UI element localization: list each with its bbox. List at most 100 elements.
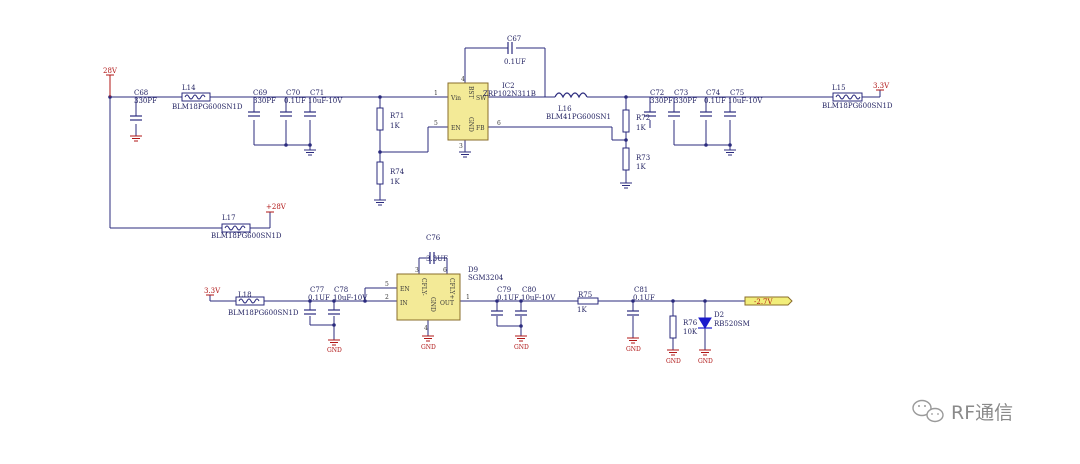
d9-num-1: 1 [466, 294, 470, 301]
d9-body[interactable] [396, 273, 461, 321]
ic2-num-1: 1 [434, 90, 438, 97]
c76-val: 3.3UF [426, 255, 448, 263]
l14-val: BLM18PG600SN1D [172, 103, 243, 111]
c79-val: 0.1UF [497, 294, 519, 302]
c78-ref: C78 [334, 286, 348, 294]
watermark-text: RF通信 [951, 402, 1013, 424]
r74-ref: R74 [390, 168, 405, 176]
rail-28v: 28V [103, 67, 118, 75]
c76-ref: C76 [426, 234, 441, 242]
ic2-body[interactable] [447, 82, 489, 141]
ic2-num-5: 5 [434, 120, 438, 127]
ic2-pin-sw: SW [476, 95, 487, 102]
ic2-num-6: 6 [497, 120, 501, 127]
d9-num-4: 4 [424, 325, 428, 332]
ic2-pin-en: EN [451, 125, 461, 132]
gnd-label-r76: GND [666, 358, 681, 365]
c81-val: 0.1UF [633, 294, 655, 302]
r74-val: 1K [390, 178, 400, 186]
l18-val: BLM18PG600SN1D [228, 309, 299, 317]
ic2-num-3: 3 [459, 143, 463, 150]
d9-val: SGM3204 [468, 274, 504, 282]
c73-ref: C73 [674, 89, 688, 97]
gnd-label-d2: GND [698, 358, 713, 365]
ferrite-beads [181, 92, 863, 306]
c75-ref: C75 [730, 89, 744, 97]
c79-ref: C79 [497, 286, 511, 294]
top-power-arrows [106, 74, 884, 213]
inductor-l16 [554, 92, 588, 99]
d9-num-2: 2 [385, 294, 389, 301]
c69-ref: C69 [253, 89, 267, 97]
l16-val: BLM41PG600SN1 [546, 113, 611, 121]
c69-val: 330PF [253, 97, 276, 105]
rail-3v3-top: 3.3V [873, 82, 890, 90]
ic2-val: ZRP102N311B [483, 90, 536, 98]
l15-val: BLM18PG600SN1D [822, 102, 893, 110]
d2-ref: D2 [714, 311, 724, 319]
c75-val: 10uF-10V [728, 97, 763, 105]
c71-val: 10uF-10V [308, 97, 343, 105]
d9-pin-out: OUT [440, 300, 454, 307]
bottom-resistors [577, 297, 677, 339]
c67-val: 0.1UF [504, 58, 526, 66]
r72-ref: R72 [636, 114, 650, 122]
c80-ref: C80 [522, 286, 536, 294]
net-label-neg27-box [744, 296, 793, 306]
rail-3v3-bottom: 3.3V [204, 287, 221, 295]
d9-pin-in: IN [400, 300, 408, 307]
gnd-label-d9: GND [421, 344, 436, 351]
rail-neg27v: -2.7V [754, 298, 773, 306]
watermark: RF通信 [912, 399, 1013, 424]
r75-val: 1K [577, 306, 587, 314]
r73-ref: R73 [636, 154, 650, 162]
d9-num-6: 6 [443, 267, 447, 274]
c73-val: 330PF [674, 97, 697, 105]
c68-ref: C68 [134, 89, 148, 97]
d9-pin-gnd: GND [429, 297, 436, 312]
gnd-label-c81: GND [626, 346, 641, 353]
top-capacitor-plates [130, 42, 736, 121]
c70-val: 0.1UF [284, 97, 306, 105]
c68-val: 330PF [134, 97, 157, 105]
bottom-capacitor-plates [304, 252, 639, 316]
l15-ref: L15 [832, 84, 846, 92]
ic2-pin-bst: BST [467, 86, 474, 99]
r71-val: 1K [390, 122, 400, 130]
gnd-label-c78: GND [327, 347, 342, 354]
ic2-pin-vin: Vin [450, 95, 461, 102]
d9-pin-cfly-plus: CFLY+ [448, 278, 455, 299]
c72-ref: C72 [650, 89, 664, 97]
c72-val: 330PF [650, 97, 673, 105]
gnd-label-c80: GND [514, 344, 529, 351]
r76-ref: R76 [683, 319, 698, 327]
c74-val: 0.1UF [704, 97, 726, 105]
d9-pin-cfly-minus: CFLY- [420, 278, 427, 296]
d9-pin-en: EN [400, 286, 410, 293]
c71-ref: C71 [310, 89, 324, 97]
d2-val: RB520SM [714, 320, 750, 328]
c77-ref: C77 [310, 286, 324, 294]
c70-ref: C70 [286, 89, 300, 97]
l14-ref: L14 [182, 84, 196, 92]
top-resistors [376, 107, 630, 185]
ic2-num-4: 4 [461, 76, 465, 83]
wechat-icon [912, 399, 944, 423]
c80-val: 10uF-10V [521, 294, 556, 302]
r71-ref: R71 [390, 112, 404, 120]
ic2-pin-fb: FB [476, 125, 485, 132]
r72-val: 1K [636, 124, 646, 132]
c67-ref: C67 [507, 35, 521, 43]
l18-ref: L18 [238, 291, 252, 299]
r75-ref: R75 [578, 291, 592, 299]
l17-val: BLM18PG600SN1D [211, 232, 282, 240]
c81-ref: C81 [634, 286, 648, 294]
d9-ref: D9 [468, 266, 478, 274]
ic2-pin-gnd: GND [467, 117, 474, 132]
c74-ref: C74 [706, 89, 721, 97]
ic2-ref: IC2 [502, 82, 515, 90]
diode-d2 [698, 317, 712, 329]
bottom-junctions [308, 299, 707, 328]
